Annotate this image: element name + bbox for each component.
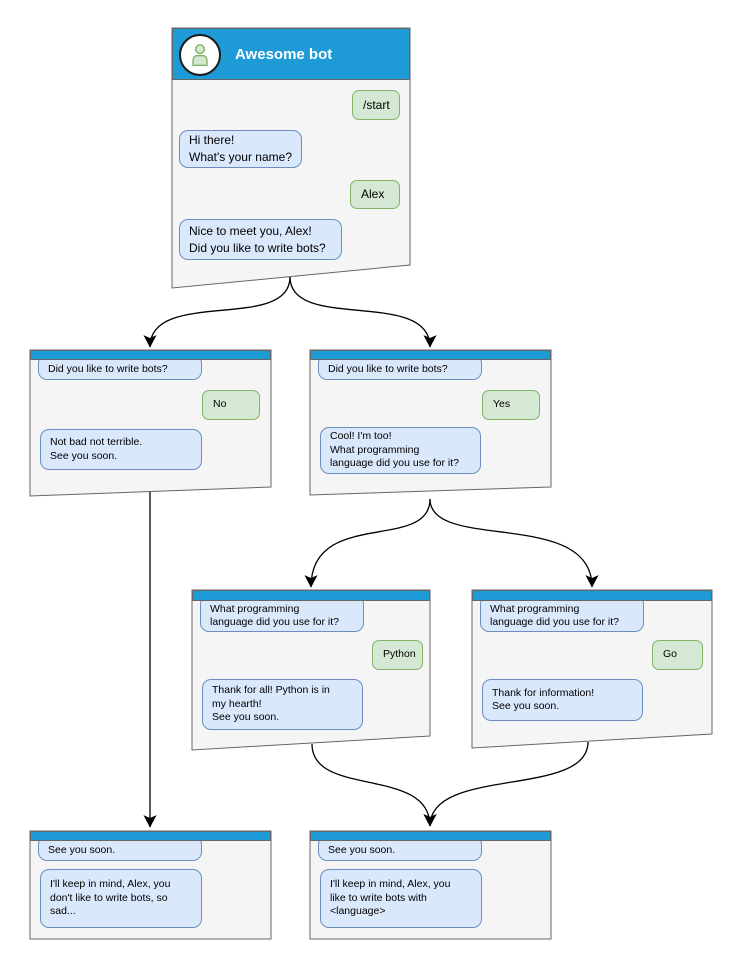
end-no-reply: I'll keep in mind, Alex, you don't like … — [40, 869, 202, 928]
python-question: What programming language did you use fo… — [200, 600, 364, 632]
go-answer: Go — [652, 640, 703, 670]
connector-main-to-yes — [289, 276, 437, 348]
message-greeting: Hi there! What's your name? — [179, 130, 302, 168]
yes-window-header — [310, 350, 551, 360]
connector-yes-to-python — [304, 498, 431, 588]
message-ask-bots: Nice to meet you, Alex! Did you like to … — [179, 219, 342, 260]
yes-reply: Cool! I'm too! What programming language… — [320, 427, 481, 474]
python-reply: Thank for all! Python is in my hearth! S… — [202, 679, 363, 730]
no-window-header — [30, 350, 271, 360]
connector-main-to-no — [143, 276, 291, 348]
no-reply: Not bad not terrible. See you soon. — [40, 429, 202, 470]
connector-python-to-end — [311, 743, 437, 827]
end-yes-window-header — [310, 831, 551, 841]
connector-go-to-end — [423, 741, 589, 827]
yes-answer: Yes — [482, 390, 540, 420]
end-no-window-header — [30, 831, 271, 841]
main-window-header: Awesome bot — [172, 28, 410, 80]
person-icon — [192, 44, 208, 66]
message-name: Alex — [350, 180, 400, 209]
yes-question: Did you like to write bots? — [318, 359, 482, 380]
bot-title: Awesome bot — [235, 45, 333, 63]
no-answer: No — [202, 390, 260, 420]
go-window-header — [472, 590, 712, 601]
python-answer: Python — [372, 640, 423, 670]
python-window-header — [192, 590, 430, 601]
end-no-question: See you soon. — [38, 840, 202, 861]
end-yes-reply: I'll keep in mind, Alex, you like to wri… — [320, 869, 482, 928]
end-yes-question: See you soon. — [318, 840, 482, 861]
message-start: /start — [352, 90, 400, 120]
go-question: What programming language did you use fo… — [480, 600, 644, 632]
go-reply: Thank for information! See you soon. — [482, 679, 643, 721]
avatar — [179, 34, 221, 76]
no-question: Did you like to write bots? — [38, 359, 202, 380]
connector-yes-to-go — [429, 498, 599, 588]
